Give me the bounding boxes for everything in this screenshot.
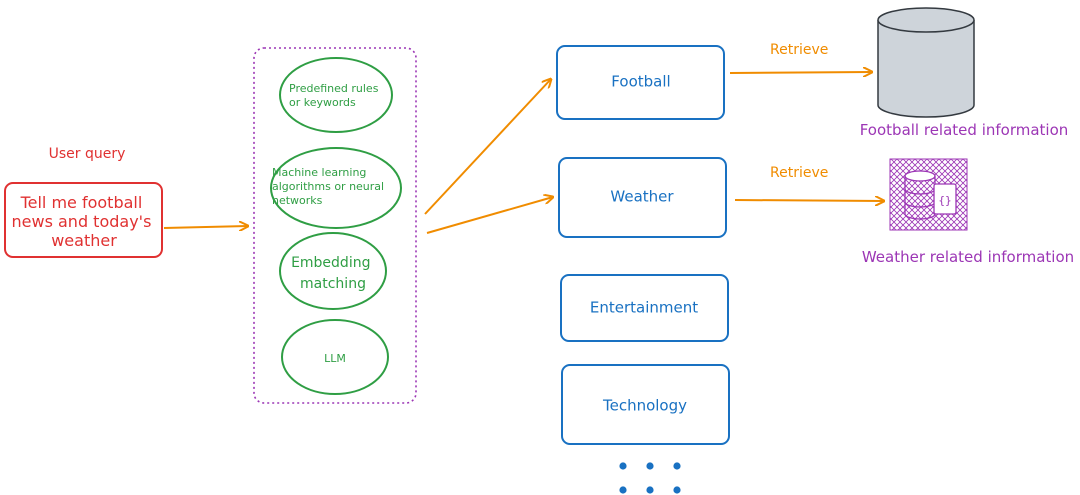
- user-query-label: User query: [49, 146, 126, 162]
- category-football-label: Football: [611, 73, 670, 91]
- user-query-line-2: news and today's: [12, 212, 152, 231]
- router-methods-box: [253, 47, 417, 404]
- user-query-text: Tell me football news and today's weathe…: [12, 193, 157, 250]
- database-json-icon: {}: [889, 158, 968, 231]
- weather-info-label: Weather related information: [862, 248, 1074, 266]
- football-info-label: Football related information: [860, 121, 1069, 139]
- method-llm-label: LLM: [324, 352, 346, 365]
- method-predefined-line-1: Predefined rules: [289, 82, 379, 95]
- category-technology: Technology: [561, 364, 730, 445]
- json-glyph: {}: [938, 194, 951, 207]
- method-embedding-matching: Embedding matching: [279, 232, 387, 310]
- method-llm: LLM: [281, 319, 389, 395]
- method-embedding-line-2: matching: [300, 276, 366, 292]
- svg-text:Predefined rules or keyw: Predefined rules or keywords: [289, 82, 382, 109]
- database-cylinder-icon: [877, 7, 975, 118]
- category-entertainment-label: Entertainment: [590, 299, 698, 317]
- router-to-football-arrow: [424, 79, 551, 215]
- method-ml-line-2: algorithms or neural: [272, 180, 384, 193]
- router-to-weather-arrow: [426, 197, 553, 234]
- category-weather-label: Weather: [610, 188, 674, 206]
- method-predefined-rules: Predefined rules or keywords: [279, 57, 393, 133]
- method-embedding-line-1: Embedding: [291, 255, 370, 271]
- method-ml-line-1: Machine learning: [272, 166, 366, 179]
- retrieve-label-football: Retrieve: [770, 42, 828, 58]
- user-query-line-3: weather: [51, 231, 117, 250]
- category-entertainment: Entertainment: [560, 274, 729, 342]
- category-technology-label: Technology: [602, 397, 687, 415]
- method-ml-line-3: networks: [272, 194, 323, 207]
- user-query-line-1: Tell me football: [20, 193, 143, 212]
- weather-retrieve-arrow: [734, 200, 884, 201]
- category-football: Football: [556, 45, 725, 120]
- football-retrieve-arrow: [729, 72, 872, 73]
- svg-text:Embedding matching: Embedding matching: [291, 255, 375, 292]
- category-weather: Weather: [558, 157, 727, 238]
- user-query-box: Tell me football news and today's weathe…: [4, 182, 163, 258]
- method-predefined-line-2: or keywords: [289, 96, 356, 109]
- query-to-router-arrow: [163, 226, 248, 228]
- method-machine-learning: Machine learning algorithms or neural ne…: [270, 147, 402, 229]
- svg-text:Machine learning algorit: Machine learning algorithms or neural ne…: [272, 166, 388, 207]
- retrieve-label-weather: Retrieve: [770, 165, 828, 181]
- ellipsis-dots-icon: [619, 462, 681, 494]
